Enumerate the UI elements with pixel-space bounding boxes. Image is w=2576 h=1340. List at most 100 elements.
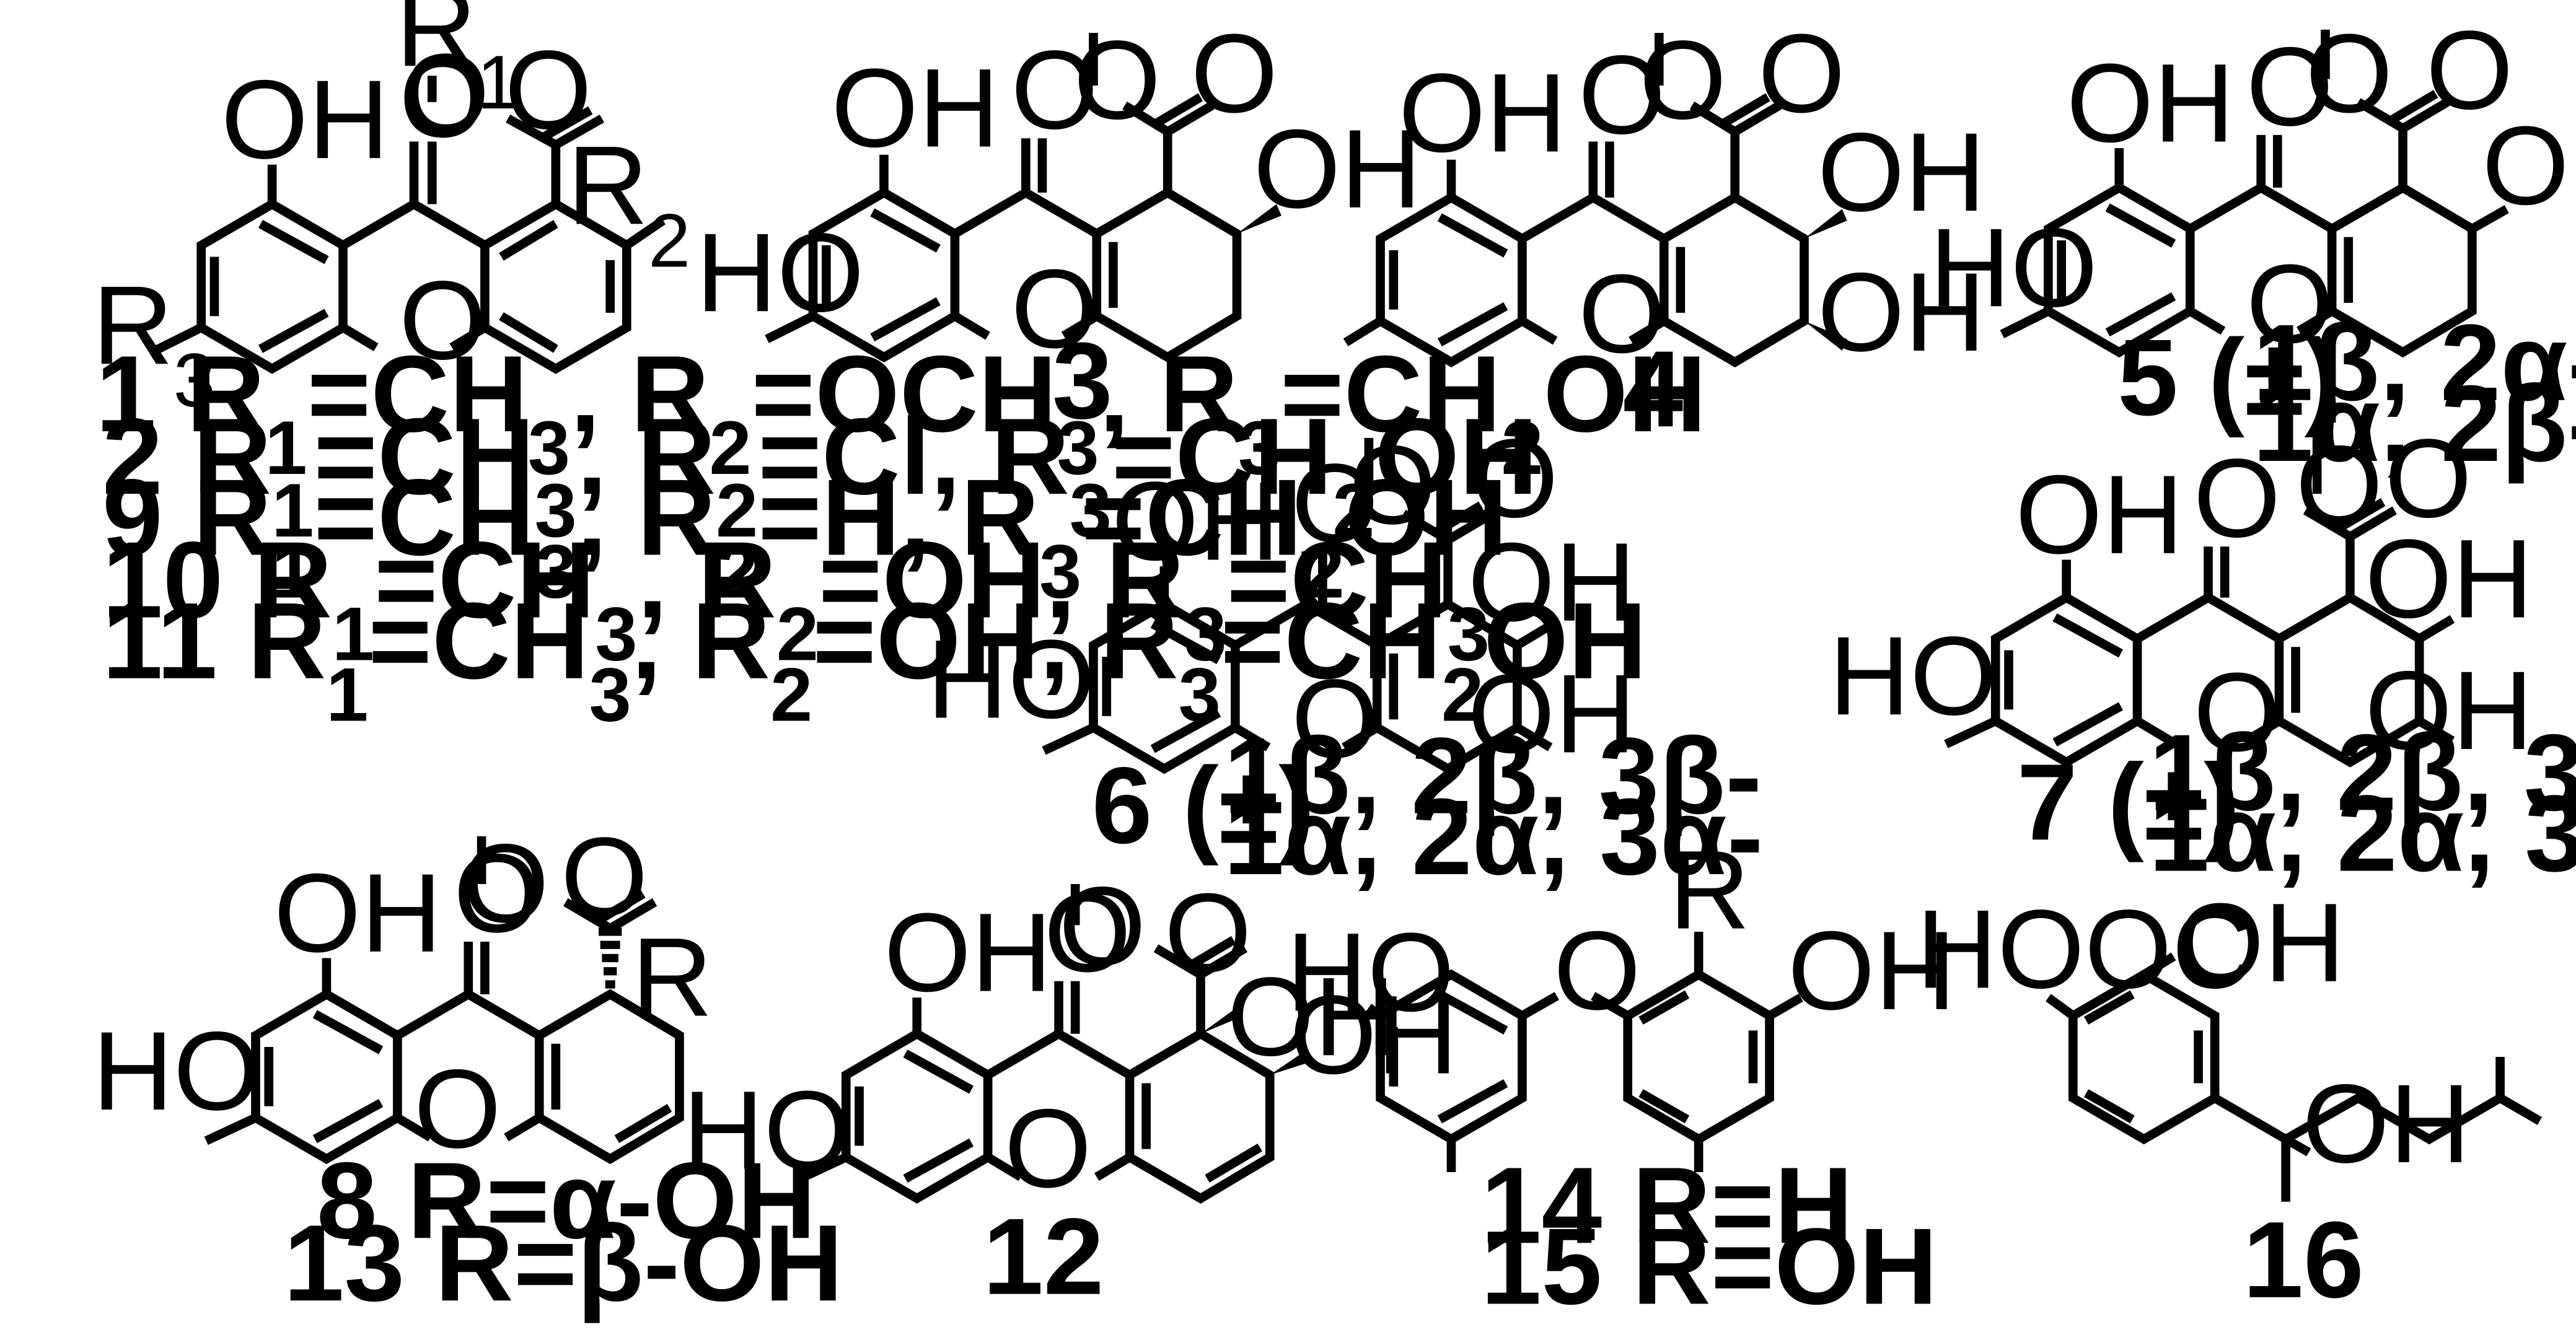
atom-label: HO (696, 210, 864, 335)
bond-lines (2135, 546, 2284, 745)
bond-lines (2277, 592, 2424, 768)
atom-label: O (1758, 11, 1845, 136)
atom-label: OH (1788, 908, 1956, 1033)
atom-label: OH (1468, 520, 1636, 645)
stereo-wedge (1804, 209, 1847, 239)
compound-caption: 5 (±) (2117, 317, 2341, 439)
atom-label: OH (1399, 51, 1567, 176)
atom-label: O (2194, 436, 2281, 561)
atom-label: OH (1290, 973, 1457, 1098)
atom-label: O (1044, 870, 1132, 996)
bond-lines (1990, 592, 2142, 768)
stereo-wedge (1270, 1050, 1311, 1075)
bond-lines (2000, 29, 2509, 338)
compound-caption: 12 (983, 1196, 1104, 1318)
atom-label: O (1059, 864, 1146, 989)
atom-label: O (2426, 8, 2513, 133)
bond-lines (2068, 969, 2220, 1145)
compound-caption: 1α, 2β- (2253, 363, 2576, 484)
structure-7: O O OH O OH OH HO O 7 (±) 1β, 2β, 3α- 1α… (1829, 416, 2576, 895)
structure-3: O O OH O OH HO O 3 (696, 11, 1422, 442)
atom-label: OH (2365, 648, 2533, 773)
structure-5: O O OH O OH HO O 5 (±) 1β, 2α- 1α, 2β- (1930, 8, 2576, 484)
atom-label: OH (1112, 459, 1280, 584)
atom-label: O (1164, 870, 1252, 996)
bond-lines (1343, 33, 1782, 346)
atom-label: O (1639, 17, 1726, 142)
atom-label: O (1011, 27, 1098, 152)
atom-label: O (399, 36, 486, 161)
atom-label: O (1578, 32, 1666, 157)
compound-caption: 16 (2243, 1199, 2363, 1321)
atom-label: O (1291, 440, 1379, 566)
atom-label: O (1349, 423, 1436, 548)
atom-label: OH (2015, 452, 2183, 577)
bond-lines (1374, 598, 1522, 774)
compound-caption: 7 (±) (2017, 742, 2240, 863)
stereo-wedge (1200, 1007, 1241, 1034)
bond-lines (482, 199, 631, 374)
atom-label: HOOC (1916, 887, 2253, 1012)
atom-label: O (402, 31, 490, 156)
structure-6: O O OH O OH OH HO O 6 (±) 1β, 2β, 3β- 1α… (927, 416, 1764, 898)
compound-caption: 13 R=β-OH (284, 1202, 843, 1324)
bond-lines (2046, 952, 2543, 1202)
atom-label: OH (2302, 1061, 2470, 1186)
atom-label: OH (1227, 954, 1395, 1079)
structure-8-13: O O OH O R HO O 8 R=α-OH 13 R=β-OH (92, 815, 843, 1325)
stereo-wedge (1804, 321, 1847, 351)
structure-4: O O OH O OH OH O 4 (1343, 11, 1985, 450)
bond-lines (427, 76, 605, 204)
atom-label: R (631, 915, 713, 1040)
bond-lines (251, 989, 402, 1165)
atom-label: OH (221, 57, 389, 182)
structure-14-15: HO O R OH 14 R=H 15 R=OH (1286, 828, 1956, 1328)
stereo-wedge (1236, 204, 1281, 234)
bond-lines (204, 836, 682, 1145)
stereo-hash (599, 927, 622, 989)
compound-caption: 4 (1623, 328, 1684, 450)
atom-label: O (414, 1046, 501, 1171)
atom-label: HO (1930, 205, 2098, 330)
atom-label: HO (683, 1068, 851, 1193)
bond-lines (209, 219, 329, 353)
atom-label: O (2194, 650, 2281, 775)
bond-lines (2329, 182, 2477, 358)
atom-label: O (399, 258, 486, 383)
atom-label: O (1554, 908, 1641, 1033)
atom-label: OH (1818, 250, 1985, 375)
bond-lines (1089, 598, 1240, 774)
atom-label: HO (92, 1009, 260, 1134)
bond-lines (794, 883, 1248, 1185)
bond-lines (1944, 424, 2455, 748)
atom-label: OH (2365, 517, 2533, 642)
atom-label: O (462, 821, 549, 946)
atom-label: O (1004, 1086, 1092, 1211)
atom-label: R (1669, 828, 1750, 953)
atom-label: O (1471, 416, 1558, 541)
compound-caption: 1β, 2β, 3α- (2149, 712, 2576, 833)
structure-16: HOOC OH OH 16 (1916, 880, 2543, 1321)
atom-label: O (2246, 24, 2334, 149)
atom-label: HO (1286, 910, 1454, 1035)
bond-lines (1623, 969, 1774, 1145)
bond-lines (1661, 192, 1809, 368)
atom-label: OH (274, 851, 442, 976)
compound-caption: 15 R=OH (1481, 1206, 1938, 1328)
atom-label: O (504, 27, 592, 152)
atom-label: OH (831, 46, 999, 171)
atom-label: O (561, 815, 648, 940)
bond-lines (765, 33, 1215, 343)
atom-label: OH (2482, 103, 2576, 229)
atom-label: O (1074, 17, 1161, 142)
bond-lines (409, 141, 437, 204)
atom-label: OH (1818, 110, 1985, 235)
atom-label: O (2246, 242, 2334, 367)
atom-label: OH (1468, 651, 1636, 776)
atom-label: O (1291, 656, 1379, 781)
compound-caption: 8 R=α-OH (317, 1140, 816, 1261)
atom-label: O (454, 831, 541, 956)
structure-12: O O OH O OH OH HO O 12 (683, 864, 1458, 1317)
atom-label: OH (2067, 41, 2235, 166)
